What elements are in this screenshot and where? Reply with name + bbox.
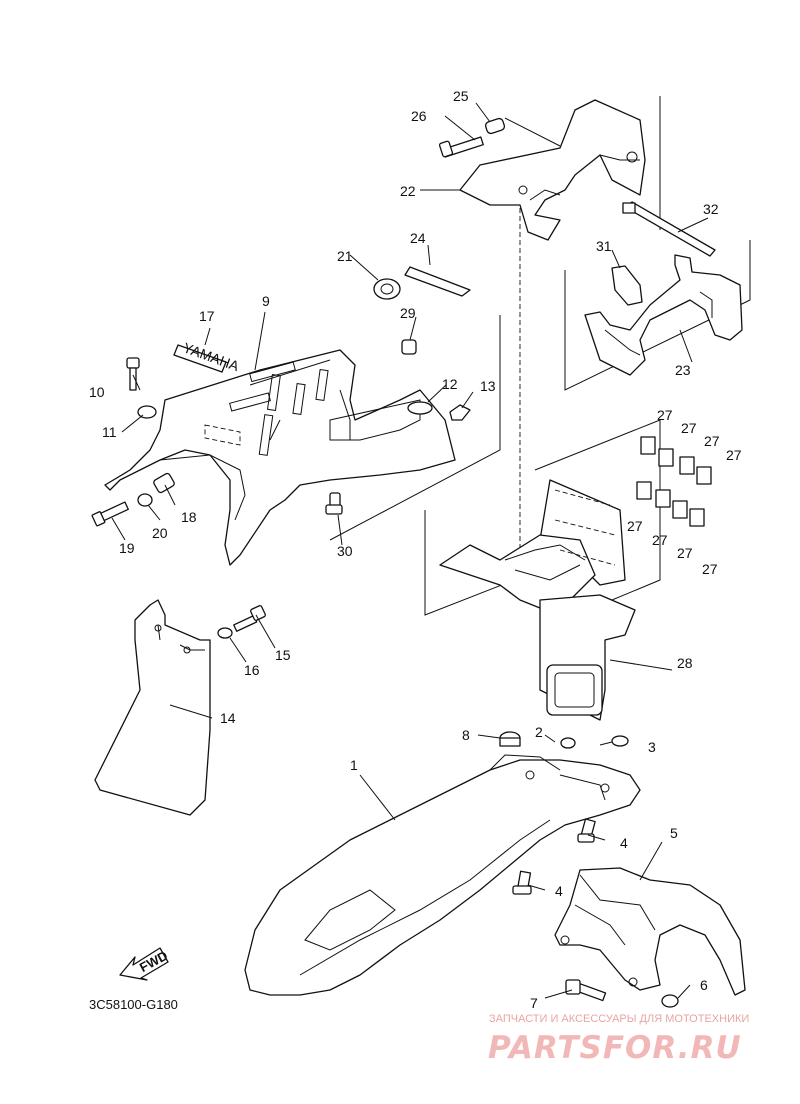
callout-27a: 27 <box>657 407 673 423</box>
callout-11: 11 <box>102 424 117 440</box>
callout-4b: 4 <box>555 883 563 899</box>
callout-16: 16 <box>244 662 260 678</box>
part-25-26-screws <box>438 117 506 158</box>
callout-27b: 27 <box>681 420 697 436</box>
callout-31: 31 <box>596 238 612 254</box>
callout-25: 25 <box>453 88 469 104</box>
watermark: ЗАПЧАСТИ И АКСЕССУАРЫ ДЛЯ МОТОТЕХНИКИ PA… <box>488 1013 749 1066</box>
callout-numbers: 1 2 3 4 4 5 6 7 8 9 10 11 12 13 14 15 16… <box>89 88 742 1011</box>
part-27-pads <box>636 436 712 527</box>
callout-6: 6 <box>700 977 708 993</box>
leader-lines <box>111 102 709 999</box>
callout-15: 15 <box>275 647 291 663</box>
callout-29: 29 <box>400 305 416 321</box>
callout-4a: 4 <box>620 835 628 851</box>
parts-6-7 <box>565 979 679 1008</box>
callout-24: 24 <box>410 230 426 246</box>
part-14-mud-flap <box>94 599 211 816</box>
callout-27g: 27 <box>677 545 693 561</box>
callout-28: 28 <box>677 655 693 671</box>
callout-22: 22 <box>400 183 416 199</box>
callout-12: 12 <box>442 376 458 392</box>
part-9-side-cover <box>104 349 456 566</box>
callout-3: 3 <box>648 739 656 755</box>
callout-32: 32 <box>703 201 719 217</box>
callout-13: 13 <box>480 378 496 394</box>
part-5-lower-guard <box>554 867 746 996</box>
part-1-front-fender <box>244 754 641 996</box>
callout-1: 1 <box>350 757 358 773</box>
part-32-strap <box>622 201 716 257</box>
parts-2-3-8-nuts <box>499 731 629 749</box>
callout-27d: 27 <box>726 447 742 463</box>
callout-27h: 27 <box>702 561 718 577</box>
callout-27f: 27 <box>652 532 668 548</box>
callout-21: 21 <box>337 248 353 264</box>
diagram-code: 3C58100-G180 <box>89 997 178 1012</box>
part-17-decal: YAMAHA <box>173 339 242 374</box>
part-22-bracket <box>459 99 646 241</box>
parts-4-bolts <box>512 818 596 895</box>
watermark-tagline: ЗАПЧАСТИ И АКСЕССУАРЫ ДЛЯ МОТОТЕХНИКИ <box>489 1013 749 1025</box>
callout-20: 20 <box>152 525 168 541</box>
callout-17: 17 <box>199 308 215 324</box>
callout-10: 10 <box>89 384 105 400</box>
part-23-bracket <box>584 254 743 376</box>
callout-30: 30 <box>337 543 353 559</box>
decal-text: YAMAHA <box>181 339 242 374</box>
callout-5: 5 <box>670 825 678 841</box>
parts-15-16 <box>217 605 266 639</box>
callout-8: 8 <box>462 727 470 743</box>
callout-7: 7 <box>530 995 538 1011</box>
callout-9: 9 <box>262 293 270 309</box>
callout-19: 19 <box>119 540 135 556</box>
part-28-plate-holder <box>439 479 636 721</box>
fwd-arrow-icon: FWD <box>119 947 170 981</box>
callout-14: 14 <box>220 710 236 726</box>
callout-18: 18 <box>181 509 197 525</box>
callout-27e: 27 <box>627 518 643 534</box>
callout-2: 2 <box>535 724 543 740</box>
watermark-brand: PARTSFOR.RU <box>488 1030 742 1066</box>
callout-27c: 27 <box>704 433 720 449</box>
parts-21-24-29-12-13-30 <box>325 266 471 515</box>
callout-23: 23 <box>675 362 691 378</box>
callout-26: 26 <box>411 108 427 124</box>
